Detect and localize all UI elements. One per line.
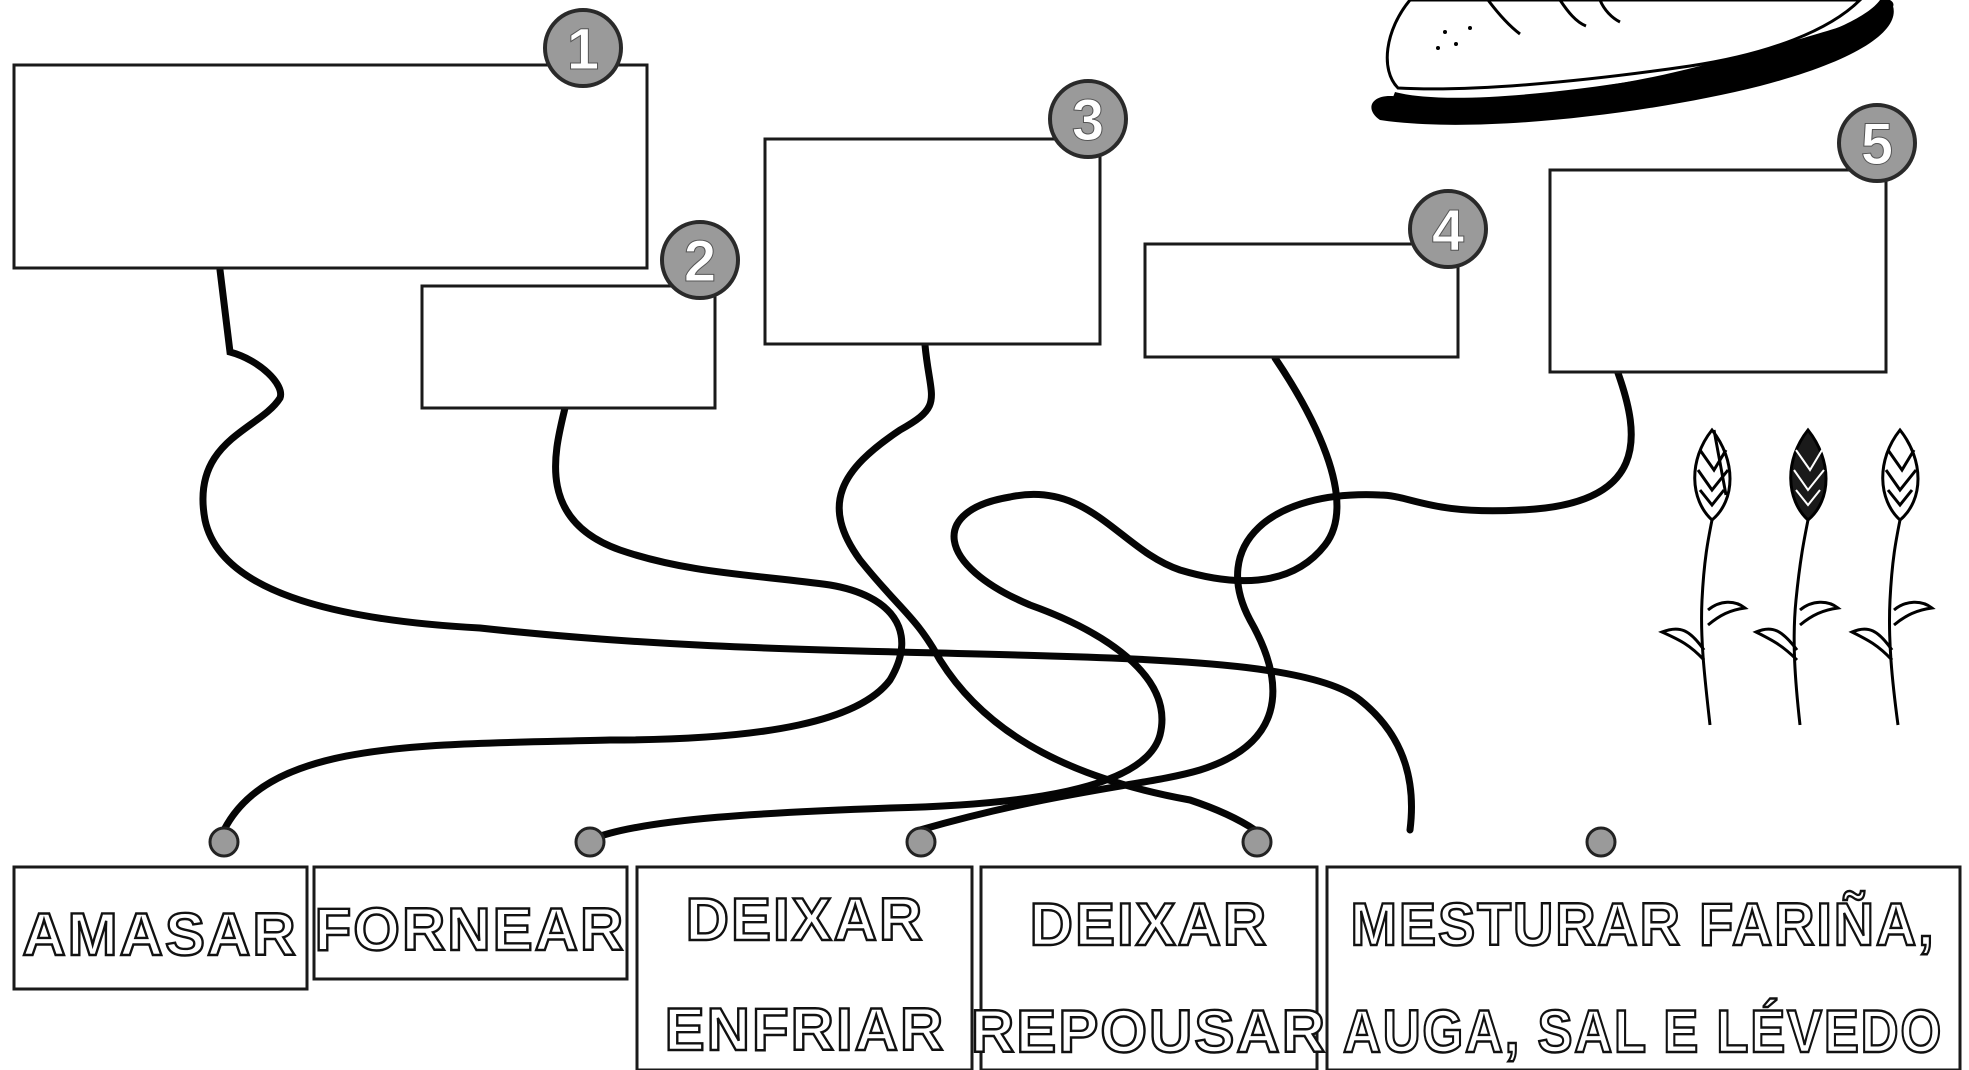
line-box2-to-amasar <box>220 404 906 834</box>
label-mesturar: MESTURAR FARIÑA, AUGA, SAL E LÉVEDO <box>1325 865 1962 1070</box>
wheat-stalk-2 <box>1752 427 1842 726</box>
dot-fornear <box>574 826 606 858</box>
label-fornear-text: FORNEAR <box>315 896 626 963</box>
label-deixar-enfriar-line2: ENFRIAR <box>665 996 946 1063</box>
label-mesturar-line2: AUGA, SAL E LÉVEDO <box>1343 998 1943 1065</box>
label-amasar-text: AMASAR <box>22 901 297 968</box>
dot-mesturar <box>1585 826 1617 858</box>
label-deixar-repousar: DEIXAR REPOUSAR <box>970 865 1327 1070</box>
wheat-stalk-3 <box>1848 427 1936 726</box>
number-3-label: 3 <box>1072 88 1104 153</box>
line-box1-to-mesturar <box>199 266 1415 834</box>
number-2-label: 2 <box>684 229 716 294</box>
label-fornear: FORNEAR <box>312 865 629 981</box>
answer-box-5[interactable] <box>1548 168 1888 374</box>
line-box5-to-fornear <box>916 369 1635 834</box>
number-badge-5: 5 <box>1837 103 1917 183</box>
label-deixar-enfriar-line1: DEIXAR <box>686 886 925 953</box>
wheat-stalk-1 <box>1658 427 1749 726</box>
number-badge-2: 2 <box>660 220 740 300</box>
number-1-label: 1 <box>567 17 599 82</box>
line-box3-to-repousar <box>835 341 1259 834</box>
dot-repousar <box>1241 826 1273 858</box>
line-box4-to-enfriar <box>586 354 1341 844</box>
number-5-label: 5 <box>1861 112 1893 177</box>
number-badge-3: 3 <box>1048 79 1128 159</box>
label-mesturar-line1: MESTURAR FARIÑA, <box>1351 891 1936 958</box>
dot-amasar <box>208 826 240 858</box>
label-deixar-repousar-line1: DEIXAR <box>1030 891 1269 958</box>
wheat-stalks-icon <box>1658 427 1936 726</box>
answer-box-3[interactable] <box>763 137 1102 346</box>
label-deixar-enfriar: DEIXAR ENFRIAR <box>635 865 974 1070</box>
connection-dots <box>208 826 1617 858</box>
answer-box-2[interactable] <box>420 284 717 410</box>
dot-enfriar <box>905 826 937 858</box>
number-badge-1: 1 <box>543 8 623 88</box>
label-deixar-repousar-line2: REPOUSAR <box>971 998 1327 1065</box>
number-badge-4: 4 <box>1408 189 1488 269</box>
connecting-lines <box>199 266 1635 844</box>
answer-box-1[interactable] <box>12 63 649 270</box>
bread-loaf-icon <box>1371 0 1894 125</box>
number-4-label: 4 <box>1432 198 1464 263</box>
label-amasar: AMASAR <box>12 865 309 991</box>
answer-box-4[interactable] <box>1143 242 1460 359</box>
